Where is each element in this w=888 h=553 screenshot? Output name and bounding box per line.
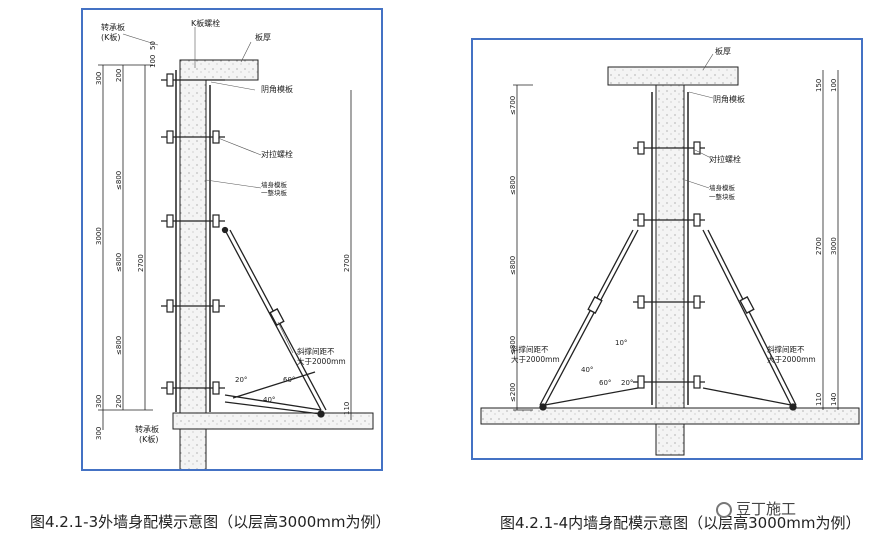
top-floor-slab	[607, 66, 739, 86]
right-dim-110: 110	[815, 393, 823, 406]
left-label-wall-form-sub: 一整块板	[261, 188, 288, 197]
right-angle-20: 20°	[621, 379, 633, 387]
top-floor-slab	[179, 59, 259, 81]
right-dim-3000: 3000	[830, 237, 838, 255]
right-dim-le700: ≤700	[509, 96, 517, 115]
left-dim-200-bottom: 200	[115, 395, 123, 408]
left-dim-300-top: 300	[95, 72, 103, 85]
exterior-wall	[179, 79, 207, 469]
right-label-tie-bolt: 对拉螺栓	[709, 154, 741, 164]
right-dim-200: ≤200	[509, 383, 517, 402]
right-dim-100: 100	[830, 79, 838, 92]
exterior-wall-diagram-panel: 转承板 (K板) K板螺栓 板厚 阴角模板 对拉螺栓 墙身模板 一整块板 斜撑间…	[81, 8, 383, 471]
left-label-k-bolt: K板螺栓	[191, 18, 220, 28]
diagonal-braces	[221, 226, 327, 418]
left-dim-200-top: 200	[115, 69, 123, 82]
leader-lines	[684, 53, 714, 189]
right-label-brace-note-right-2: 大于2000mm	[767, 354, 816, 364]
left-angle-40: 40°	[263, 396, 275, 404]
left-label-transfer-slab-top: 转承板	[101, 22, 125, 32]
tie-bolts	[633, 141, 705, 389]
left-label-transfer-slab-top-sub: (K板)	[101, 32, 121, 42]
right-label-brace-note-right-1: 斜撑间距不	[767, 344, 805, 354]
left-dim-110: 110	[343, 402, 351, 415]
diagonal-braces	[539, 229, 797, 411]
watermark-text: 豆丁施工	[736, 500, 797, 518]
left-angle-20: 20°	[235, 376, 247, 384]
watermark: 豆丁施工	[716, 498, 796, 519]
right-label-brace-note-left-2: 大于2000mm	[511, 354, 560, 364]
leader-lines	[122, 27, 294, 354]
left-label-brace-note-1: 斜撑间距不	[297, 346, 335, 356]
right-dim-150: 150	[815, 79, 823, 92]
right-label-wall-form: 墙身模板	[709, 183, 736, 192]
left-label-brace-note-2: 大于2000mm	[297, 356, 346, 366]
left-dim-le800-b: ≤800	[115, 253, 123, 272]
right-label-corner-form: 阴角模板	[713, 94, 745, 104]
chat-bubble-icon	[716, 501, 732, 518]
exterior-wall-drawing: 转承板 (K板) K板螺栓 板厚 阴角模板 对拉螺栓 墙身模板 一整块板 斜撑间…	[95, 18, 374, 469]
right-label-brace-note-left-1: 斜撑间距不	[511, 344, 549, 354]
left-dim-100: 100	[149, 55, 157, 68]
left-label-wall-form: 墙身模板	[261, 180, 288, 189]
left-dim-50: 50	[149, 41, 157, 50]
left-label-corner-form: 阴角模板	[261, 84, 293, 94]
right-label-wall-form-sub: 一整块板	[709, 192, 736, 201]
left-dim-2700: 2700	[137, 254, 145, 272]
tie-bolts	[161, 73, 225, 395]
right-dim-140: 140	[830, 393, 838, 406]
dimension-lines-left	[98, 64, 352, 430]
right-dim-2700: 2700	[815, 237, 823, 255]
interior-wall-drawing: 板厚 阴角模板 对拉螺栓 墙身模板 一整块板 斜撑间距不 大于2000mm 斜撑…	[480, 46, 860, 456]
left-label-tie-bolt: 对拉螺栓	[261, 149, 293, 159]
right-label-slab-thickness: 板厚	[715, 46, 731, 56]
left-dim-300-bottom: 300	[95, 395, 103, 408]
interior-wall	[655, 84, 685, 456]
right-dim-le800-b: ≤800	[509, 256, 517, 275]
right-dim-le800-c: ≤800	[509, 336, 517, 355]
left-dim-2700-right: 2700	[343, 254, 351, 272]
left-label-transfer-slab-bottom-sub: (K板)	[139, 434, 159, 444]
left-angle-60: 60°	[283, 376, 295, 384]
caption-interior-wall: 图4.2.1-4内墙身配模示意图（以层高3000mm为例）	[500, 514, 861, 532]
right-angle-40: 40°	[581, 366, 593, 374]
left-label-slab-thickness: 板厚	[255, 32, 271, 42]
caption-exterior-wall: 图4.2.1-3外墙身配模示意图（以层高3000mm为例）	[30, 513, 391, 531]
right-angle-60: 60°	[599, 379, 611, 387]
left-dim-le800-a: ≤800	[115, 171, 123, 190]
bottom-floor-slab	[480, 407, 860, 425]
left-dim-le800-c: ≤800	[115, 336, 123, 355]
left-dim-3000: 3000	[95, 227, 103, 245]
dimension-lines	[513, 70, 839, 411]
left-label-transfer-slab-bottom: 转承板	[135, 424, 159, 434]
interior-wall-diagram-panel: 板厚 阴角模板 对拉螺栓 墙身模板 一整块板 斜撑间距不 大于2000mm 斜撑…	[471, 38, 863, 460]
right-dim-le800-a: ≤800	[509, 176, 517, 195]
left-dim-300-base: 300	[95, 427, 103, 440]
right-angle-10: 10°	[615, 339, 627, 347]
